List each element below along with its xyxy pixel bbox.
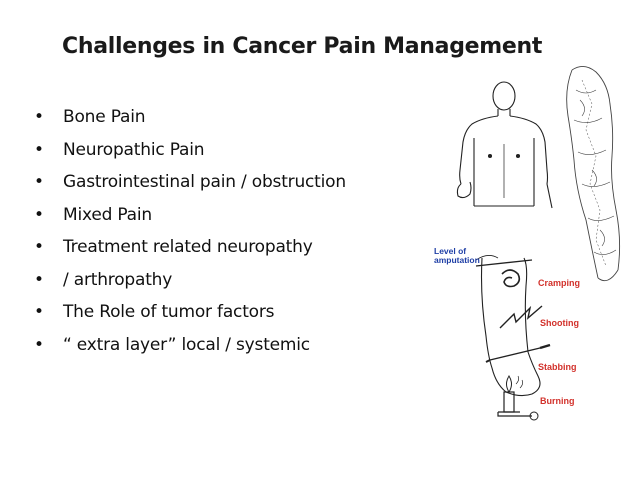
bullet-marker: •: [34, 172, 45, 192]
bullet-marker: •: [34, 302, 45, 322]
bullet-marker: •: [34, 269, 45, 290]
limb-sketch-illustration: [566, 66, 621, 282]
bullet-text: Treatment related neuropathy: [63, 237, 313, 257]
slide-title: Challenges in Cancer Pain Management: [62, 34, 543, 59]
bullet-marker: •: [34, 107, 45, 127]
bullet-marker: •: [34, 334, 45, 355]
bullet-text: Neuropathic Pain: [63, 139, 205, 160]
bullet-marker: •: [34, 237, 45, 257]
bullet-marker: •: [34, 139, 45, 160]
bullet-marker: •: [34, 204, 45, 225]
level-label-line1: Level of: [434, 246, 466, 256]
bullet-text: “ extra layer” local / systemic: [63, 334, 310, 355]
bullet-text: Bone Pain: [63, 107, 146, 127]
bullet-text: Mixed Pain: [63, 204, 152, 225]
bullet-text: Gastrointestinal pain / obstruction: [63, 172, 346, 192]
bullet-text: The Role of tumor factors: [63, 302, 275, 322]
pain-label-burning: Burning: [540, 396, 575, 406]
pain-label-stabbing: Stabbing: [538, 362, 577, 372]
amputated-leg-pain-diagram: Level of amputation Cramping Shooting St…: [434, 246, 580, 421]
human-torso-illustration: [456, 81, 553, 209]
pain-label-cramping: Cramping: [538, 278, 580, 288]
level-label-line2: amputation: [434, 255, 480, 265]
pain-label-shooting: Shooting: [540, 318, 579, 328]
bullet-text: / arthropathy: [63, 269, 173, 290]
